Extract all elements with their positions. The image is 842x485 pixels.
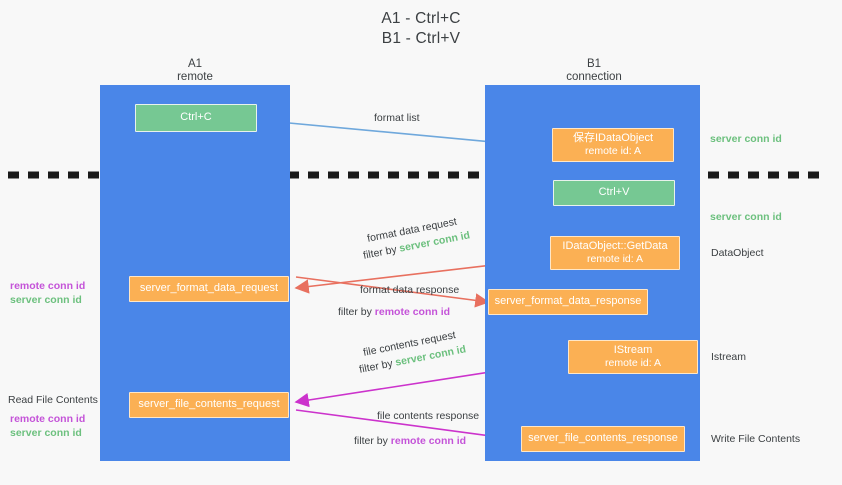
diagram-title-line1: A1 - Ctrl+C [381,10,461,27]
edge-label-format-data-response-text: format data response [360,283,459,297]
node-getdata-remote-id: remote id: A [586,253,644,265]
edge-label-fcresp-filter-prefix: filter by [354,435,391,447]
node-getdata-label: IDataObject::GetData [562,239,668,252]
node-server-format-data-request-label: server_format_data_request [139,282,279,295]
node-idataobject-label: 保存IDataObject [572,131,654,144]
edge-label-file-contents-response-filter: filter by remote conn id [354,434,466,448]
node-server-file-contents-request-label: server_file_contents_request [138,398,280,411]
column-header-b1: B1 connection [494,58,694,84]
annotation-left-server-conn-id-1: server conn id [10,294,82,306]
node-ctrl-c[interactable]: Ctrl+C [135,104,257,132]
edge-label-fdresp-filter-prefix: filter by [338,306,375,318]
edge-label-fcresp-filter-value: remote conn id [390,435,467,447]
node-server-file-contents-response-label: server_file_contents_response [528,432,678,445]
arrow-file-contents-response [295,409,523,446]
annotation-right-dataobject: DataObject [711,247,764,259]
node-istream-label: IStream [613,343,653,356]
arrow-format-data-response [295,276,490,308]
annotation-left-remote-conn-id-1: remote conn id [10,280,86,292]
annotation-left-server-conn-id-2: server conn id [10,427,82,439]
edge-label-format-list: format list [374,111,420,125]
node-istream-remote-id: remote id: A [604,357,662,369]
edge-label-fdresp-filter-value: remote conn id [374,306,451,318]
edge-label-format-list-text: format list [374,112,420,124]
node-ctrl-v[interactable]: Ctrl+V [553,180,675,206]
column-a1-sub: remote [177,71,213,83]
diagram-title-line2: B1 - Ctrl+V [381,30,461,47]
column-b1-name: B1 [586,58,602,70]
annotation-left-remote-conn-id-2: remote conn id [10,413,86,425]
edge-label-file-contents-response-text: file contents response [377,409,479,423]
node-server-file-contents-request[interactable]: server_file_contents_request [129,392,289,418]
node-getdata[interactable]: IDataObject::GetData remote id: A [550,236,680,270]
column-b1-sub: connection [566,71,622,83]
node-idataobject[interactable]: 保存IDataObject remote id: A [552,128,674,162]
annotation-left-read-file-contents: Read File Contents [8,394,98,406]
node-ctrl-v-label: Ctrl+V [598,186,630,199]
column-a1-name: A1 [187,58,203,70]
annotation-right-server-conn-id-1: server conn id [710,133,782,145]
edge-label-format-data-response-filter: filter by remote conn id [338,305,450,319]
edge-label-fdresp-main: format data response [360,284,460,296]
node-istream[interactable]: IStream remote id: A [568,340,698,374]
annotation-right-server-conn-id-2: server conn id [710,211,782,223]
node-ctrl-c-label: Ctrl+C [180,111,212,124]
annotation-right-istream: Istream [711,351,747,363]
annotation-right-write-file-contents: Write File Contents [711,433,801,445]
node-server-format-data-response[interactable]: server_format_data_response [488,289,648,315]
column-header-a1: A1 remote [95,58,295,84]
node-server-format-data-response-label: server_format_data_response [494,295,642,308]
node-idataobject-remote-id: remote id: A [584,145,642,157]
node-server-format-data-request[interactable]: server_format_data_request [129,276,289,302]
node-server-file-contents-response[interactable]: server_file_contents_response [521,426,685,452]
edge-label-fcresp-main: file contents response [377,410,480,422]
